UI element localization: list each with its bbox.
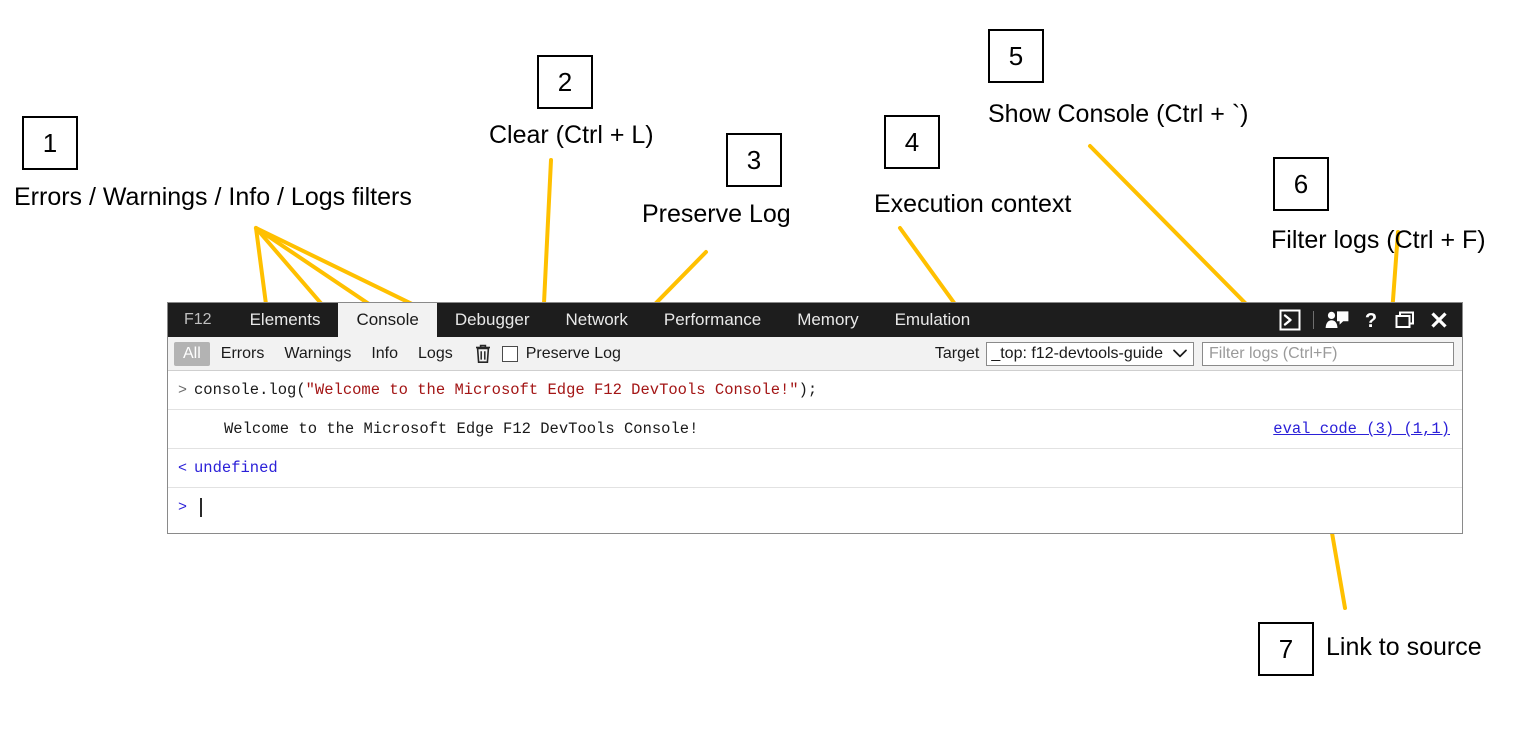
callout-box-2: 2: [537, 55, 593, 109]
target-label: Target: [934, 344, 980, 362]
console-prompt-caret-icon: >: [178, 498, 188, 516]
source-link[interactable]: eval code (3) (1,1): [1273, 420, 1450, 438]
console-result-text: undefined: [194, 459, 278, 477]
filter-button-logs[interactable]: Logs: [409, 342, 462, 366]
callout-label-4: Execution context: [874, 190, 1072, 218]
filter-logs-label: Logs: [418, 344, 453, 362]
tab-performance[interactable]: Performance: [646, 303, 779, 337]
filter-button-all[interactable]: All: [174, 341, 210, 366]
console-code-suffix: );: [798, 381, 818, 399]
console-code-string: "Welcome to the Microsoft Edge F12 DevTo…: [305, 381, 799, 399]
filter-all-label: All: [183, 344, 201, 362]
tab-network-label: Network: [565, 310, 628, 329]
trash-icon[interactable]: [470, 342, 496, 366]
tab-elements-label: Elements: [249, 310, 321, 329]
undock-icon[interactable]: [1388, 303, 1422, 337]
console-toolbar: All Errors Warnings Info Logs: [168, 337, 1462, 371]
preserve-log-checkbox[interactable]: [501, 345, 518, 362]
tab-f12: F12: [168, 303, 232, 337]
callout-number-7: 7: [1278, 634, 1294, 664]
callout-box-7: 7: [1258, 622, 1314, 676]
console-code-prefix: console.log(: [194, 381, 306, 399]
preserve-log-label: Preserve Log: [525, 344, 621, 362]
tab-emulation[interactable]: Emulation: [877, 303, 989, 337]
filter-button-errors[interactable]: Errors: [212, 342, 274, 366]
callout-label-2: Clear (Ctrl + L): [489, 121, 654, 149]
filter-info-label: Info: [371, 344, 399, 362]
icon-separator: [1313, 311, 1314, 329]
console-output-text: Welcome to the Microsoft Edge F12 DevToo…: [224, 420, 699, 438]
tab-elements[interactable]: Elements: [232, 303, 339, 337]
tab-console-label: Console: [356, 310, 419, 329]
filter-logs-input[interactable]: Filter logs (Ctrl+F): [1202, 341, 1454, 366]
tab-f12-label: F12: [184, 311, 212, 328]
callout-box-6: 6: [1273, 157, 1329, 211]
show-console-icon[interactable]: [1273, 303, 1307, 337]
tab-emulation-label: Emulation: [894, 310, 971, 329]
tab-console[interactable]: Console: [338, 303, 437, 337]
filter-button-info[interactable]: Info: [362, 342, 407, 366]
tab-memory[interactable]: Memory: [779, 303, 876, 337]
tab-performance-label: Performance: [663, 310, 762, 329]
filter-logs-placeholder: Filter logs (Ctrl+F): [1209, 344, 1338, 362]
filter-warnings-label: Warnings: [284, 344, 352, 362]
callout-label-7: Link to source: [1326, 633, 1482, 661]
svg-text:?: ?: [1365, 310, 1377, 331]
leader-5-showconsole: [1088, 144, 1260, 318]
callout-box-3: 3: [726, 133, 782, 187]
console-row-result[interactable]: < undefined: [168, 449, 1462, 488]
close-icon[interactable]: [1422, 303, 1456, 337]
devtools-window: F12 Elements Console Debugger Network Pe…: [167, 302, 1463, 534]
tab-debugger[interactable]: Debugger: [437, 303, 548, 337]
console-row-prompt[interactable]: >: [168, 488, 1462, 526]
execution-context-select[interactable]: _top: f12-devtools-guide: [986, 341, 1194, 366]
console-row-input[interactable]: > console.log("Welcome to the Microsoft …: [168, 371, 1462, 410]
tab-debugger-label: Debugger: [454, 310, 530, 329]
tab-bar-spacer: [988, 303, 1273, 337]
console-row-output[interactable]: Welcome to the Microsoft Edge F12 DevToo…: [168, 410, 1462, 449]
filter-errors-label: Errors: [220, 344, 265, 362]
chevron-down-icon: [1173, 349, 1187, 358]
callout-label-3: Preserve Log: [642, 200, 791, 228]
callout-box-4: 4: [884, 115, 940, 169]
execution-context-value: _top: f12-devtools-guide: [991, 344, 1163, 362]
help-icon[interactable]: ?: [1354, 303, 1388, 337]
tab-bar-icon-group: ?: [1273, 303, 1462, 337]
callout-number-5: 5: [1008, 41, 1024, 71]
feedback-icon[interactable]: [1320, 303, 1354, 337]
filter-button-warnings[interactable]: Warnings: [275, 342, 360, 366]
console-gutter-input: >: [178, 381, 188, 399]
callout-label-6: Filter logs (Ctrl + F): [1271, 226, 1486, 254]
callout-number-1: 1: [42, 128, 58, 158]
callout-label-5: Show Console (Ctrl + `): [988, 100, 1249, 128]
callout-label-1: Errors / Warnings / Info / Logs filters: [14, 183, 412, 211]
devtools-tab-bar: F12 Elements Console Debugger Network Pe…: [168, 303, 1462, 337]
console-gutter-result: <: [178, 459, 188, 477]
text-cursor: [200, 497, 202, 517]
tab-network[interactable]: Network: [548, 303, 646, 337]
callout-number-4: 4: [904, 127, 920, 157]
console-output: > console.log("Welcome to the Microsoft …: [168, 371, 1462, 526]
callout-number-2: 2: [557, 67, 573, 97]
callout-box-5: 5: [988, 29, 1044, 83]
callout-box-1: 1: [22, 116, 78, 170]
callout-number-3: 3: [746, 145, 762, 175]
tab-memory-label: Memory: [797, 310, 859, 329]
callout-number-6: 6: [1293, 169, 1309, 199]
